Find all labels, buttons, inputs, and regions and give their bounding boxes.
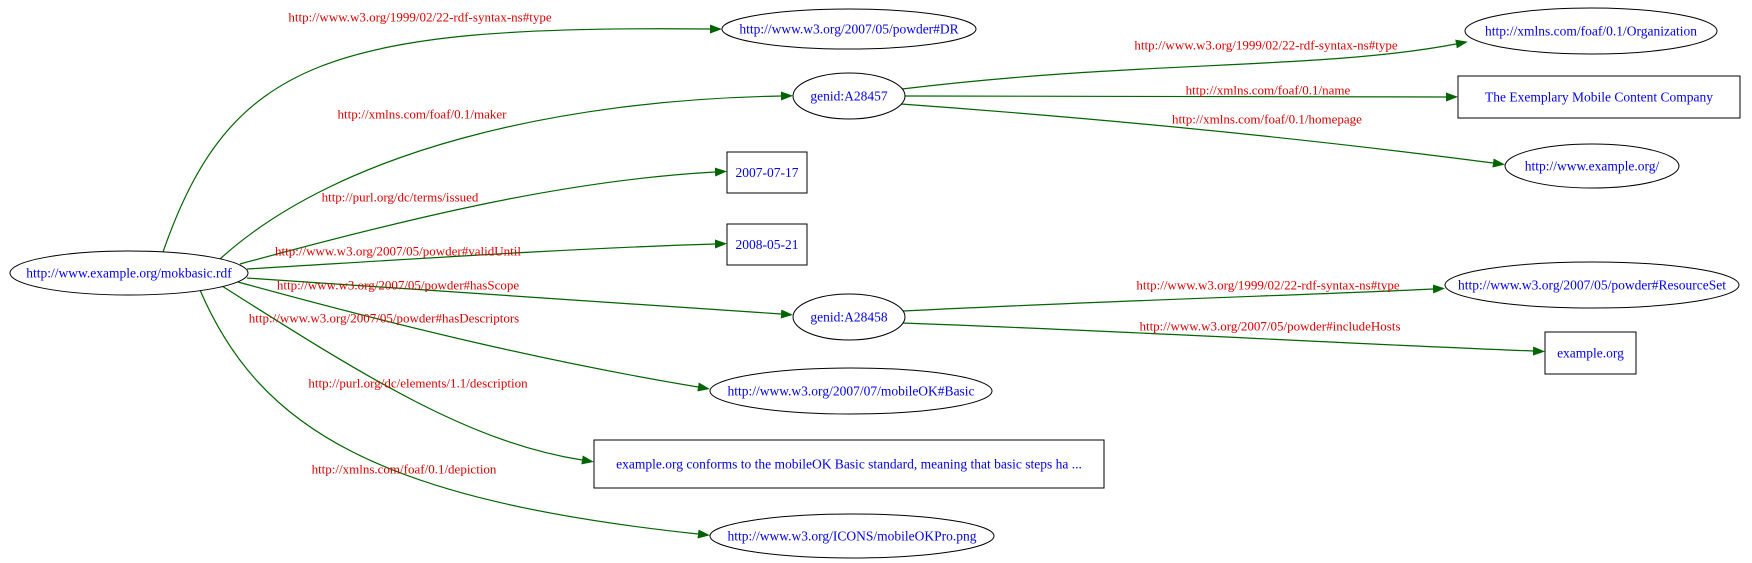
node-label-depiction-img: http://www.w3.org/ICONS/mobileOKPro.png	[727, 529, 976, 544]
node-label-examplehost: example.org	[1557, 346, 1624, 361]
edge-label-hasscope: http://www.w3.org/2007/05/powder#hasScop…	[277, 278, 520, 293]
edge-label-type-org: http://www.w3.org/1999/02/22-rdf-syntax-…	[1134, 38, 1397, 53]
edge-label-hasdescriptors: http://www.w3.org/2007/05/powder#hasDesc…	[249, 311, 519, 326]
node-genid2	[792, 293, 906, 341]
edge-label-maker: http://xmlns.com/foaf/0.1/maker	[338, 107, 508, 122]
edge-type-dr	[162, 24, 722, 253]
node-label-genid1: genid:A28457	[810, 89, 887, 104]
edge-depiction	[199, 289, 710, 539]
node-label-resourceset: http://www.w3.org/2007/05/powder#Resourc…	[1458, 278, 1726, 293]
node-description-text	[593, 439, 1105, 489]
node-label-valid-date: 2008-05-21	[736, 237, 799, 252]
edge-label-homepage-edge: http://xmlns.com/foaf/0.1/homepage	[1172, 112, 1362, 127]
node-label-genid2: genid:A28458	[810, 310, 887, 325]
edge-label-validuntil: http://www.w3.org/2007/05/powder#validUn…	[275, 244, 521, 259]
edge-label-issued: http://purl.org/dc/terms/issued	[322, 190, 479, 205]
edge-description	[221, 285, 594, 465]
node-label-mobileok: http://www.w3.org/2007/07/mobileOK#Basic	[727, 384, 974, 399]
edge-label-includehosts: http://www.w3.org/2007/05/powder#include…	[1139, 319, 1400, 334]
node-valid-date	[726, 223, 808, 266]
edge-maker	[219, 91, 793, 260]
node-homepage	[1504, 143, 1680, 189]
node-resourceset	[1444, 261, 1740, 309]
node-issued-date	[726, 151, 808, 194]
edge-label-description: http://purl.org/dc/elements/1.1/descript…	[308, 376, 528, 391]
node-label-issued-date: 2007-07-17	[736, 165, 799, 180]
edge-type-org	[901, 39, 1468, 90]
edge-type-resourceset	[902, 284, 1445, 312]
edge-label-name: http://xmlns.com/foaf/0.1/name	[1186, 83, 1351, 98]
edge-label-type-dr: http://www.w3.org/1999/02/22-rdf-syntax-…	[288, 10, 551, 25]
edge-homepage-edge	[900, 103, 1505, 168]
node-label-company: The Exemplary Mobile Content Company	[1485, 90, 1713, 105]
edge-label-depiction: http://xmlns.com/foaf/0.1/depiction	[312, 462, 497, 477]
node-label-dr: http://www.w3.org/2007/05/powder#DR	[739, 22, 958, 37]
node-label-homepage: http://www.example.org/	[1525, 159, 1660, 174]
node-genid1	[792, 72, 906, 120]
edge-issued	[239, 167, 727, 265]
node-company	[1457, 75, 1741, 119]
node-mobileok	[709, 367, 993, 415]
edge-hasscope	[246, 277, 793, 319]
node-label-organization: http://xmlns.com/foaf/0.1/Organization	[1485, 24, 1697, 39]
node-depiction-img	[709, 513, 995, 559]
node-label-mokbasic: http://www.example.org/mokbasic.rdf	[26, 266, 232, 281]
node-organization	[1464, 7, 1718, 55]
node-examplehost	[1544, 331, 1637, 375]
node-mokbasic	[9, 250, 249, 296]
edge-includehosts	[901, 322, 1545, 356]
node-label-description-text: example.org conforms to the mobileOK Bas…	[616, 457, 1082, 472]
edge-label-type-resourceset: http://www.w3.org/1999/02/22-rdf-syntax-…	[1136, 278, 1399, 293]
edge-validuntil	[246, 239, 727, 270]
edge-name	[904, 92, 1458, 102]
edge-hasdescriptors	[237, 281, 710, 392]
node-dr	[721, 8, 977, 50]
